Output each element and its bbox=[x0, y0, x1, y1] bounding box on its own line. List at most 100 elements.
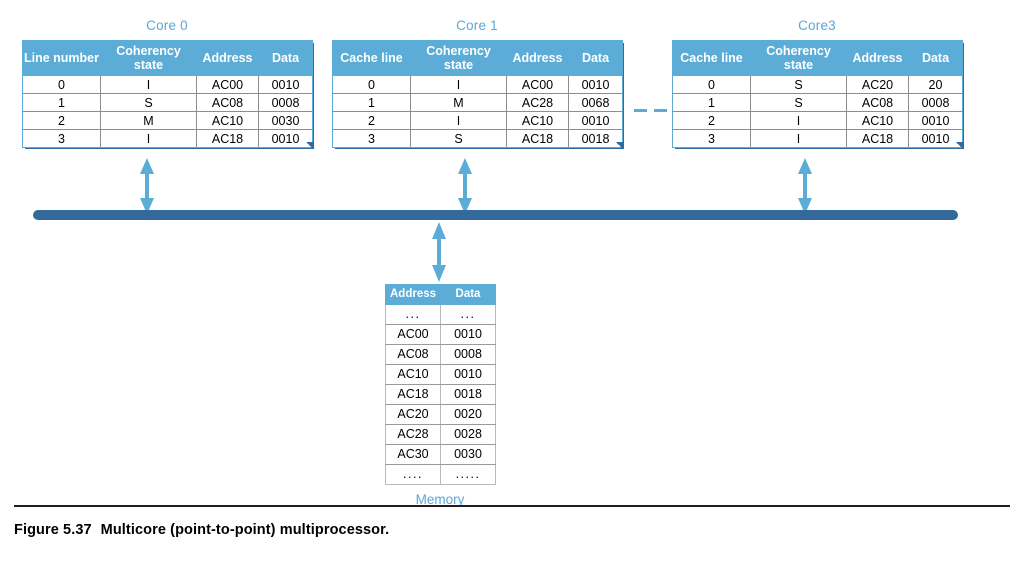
memory-table: Address Data ... ... AC00 0010 AC08 0008 bbox=[385, 284, 496, 485]
table-row: AC00 0010 bbox=[385, 324, 496, 345]
table-row: 3 I AC18 0010 bbox=[22, 129, 313, 148]
memory-block: Address Data ... ... AC00 0010 AC08 0008 bbox=[385, 284, 496, 507]
cell-line: 0 bbox=[332, 75, 411, 94]
cell-data: 0008 bbox=[908, 93, 963, 112]
column-header-coherency-state: Coherency state bbox=[410, 40, 507, 76]
core-title-1: Core 1 bbox=[456, 18, 498, 33]
cell-address: ... bbox=[385, 304, 441, 325]
table-row: AC28 0028 bbox=[385, 424, 496, 445]
table-row: AC08 0008 bbox=[385, 344, 496, 365]
cell-address: AC20 bbox=[846, 75, 909, 94]
column-header-data: Data bbox=[258, 40, 313, 76]
table-row: 3 I AC18 0010 bbox=[672, 129, 963, 148]
column-header-cache-line: Cache line bbox=[332, 40, 411, 76]
connector-arrow-core3-to-bus bbox=[796, 158, 814, 214]
cell-address: AC00 bbox=[196, 75, 259, 94]
cell-line: 3 bbox=[22, 129, 101, 148]
column-header-coherency-state: Coherency state bbox=[100, 40, 197, 76]
cell-address: AC28 bbox=[385, 424, 441, 445]
cell-address: AC08 bbox=[846, 93, 909, 112]
cell-line: 0 bbox=[22, 75, 101, 94]
cell-line: 2 bbox=[672, 111, 751, 130]
cell-address: AC10 bbox=[506, 111, 569, 130]
cell-data: 0010 bbox=[258, 129, 313, 148]
cell-address: AC00 bbox=[506, 75, 569, 94]
cell-data: 0010 bbox=[440, 364, 496, 385]
column-header-cache-line: Cache line bbox=[672, 40, 751, 76]
cell-address: AC18 bbox=[385, 384, 441, 405]
cell-address: AC18 bbox=[846, 129, 909, 148]
cache-table-header-row: Cache line Coherency state Address Data bbox=[332, 40, 623, 76]
cell-state: M bbox=[410, 93, 507, 112]
cell-address: AC00 bbox=[385, 324, 441, 345]
cell-data: 0010 bbox=[568, 111, 623, 130]
cell-state: S bbox=[750, 75, 847, 94]
cell-data: 0030 bbox=[258, 111, 313, 130]
column-header-address: Address bbox=[506, 40, 569, 76]
figure-caption-text: Multicore (point-to-point) multiprocesso… bbox=[100, 522, 390, 538]
table-row: 1 S AC08 0008 bbox=[22, 93, 313, 112]
column-header-data: Data bbox=[440, 284, 496, 305]
table-row: AC30 0030 bbox=[385, 444, 496, 465]
cell-data: 0008 bbox=[440, 344, 496, 365]
cache-table-3: Cache line Coherency state Address Data … bbox=[672, 40, 963, 148]
table-row: 0 I AC00 0010 bbox=[332, 75, 623, 94]
cell-state: S bbox=[100, 93, 197, 112]
cell-address: AC10 bbox=[196, 111, 259, 130]
cell-state: I bbox=[750, 129, 847, 148]
cell-state: S bbox=[750, 93, 847, 112]
cell-data: 0020 bbox=[440, 404, 496, 425]
table-row: 2 M AC10 0030 bbox=[22, 111, 313, 130]
cell-address: .... bbox=[385, 464, 441, 485]
dash-segment bbox=[634, 109, 647, 112]
column-header-address: Address bbox=[846, 40, 909, 76]
table-row: 1 M AC28 0068 bbox=[332, 93, 623, 112]
cell-state: S bbox=[410, 129, 507, 148]
dash-segment bbox=[654, 109, 667, 112]
table-row: 2 I AC10 0010 bbox=[332, 111, 623, 130]
core-title-3: Core3 bbox=[798, 18, 836, 33]
cell-line: 0 bbox=[672, 75, 751, 94]
cell-line: 2 bbox=[332, 111, 411, 130]
cell-line: 3 bbox=[332, 129, 411, 148]
memory-label: Memory bbox=[415, 492, 465, 507]
cell-address: AC10 bbox=[846, 111, 909, 130]
table-row: ... ... bbox=[385, 304, 496, 325]
core-block-0: Core 0 Line number Coherency state Addre… bbox=[22, 18, 313, 149]
cell-address: AC10 bbox=[385, 364, 441, 385]
cell-data: 0030 bbox=[440, 444, 496, 465]
cell-state: M bbox=[100, 111, 197, 130]
interconnect-bus bbox=[33, 210, 958, 220]
table-row: 0 I AC00 0010 bbox=[22, 75, 313, 94]
ellipsis-dashed-connector bbox=[634, 109, 667, 112]
cell-state: I bbox=[100, 129, 197, 148]
cell-address: AC30 bbox=[385, 444, 441, 465]
cell-line: 1 bbox=[332, 93, 411, 112]
cell-line: 2 bbox=[22, 111, 101, 130]
cell-line: 1 bbox=[672, 93, 751, 112]
cell-address: AC18 bbox=[196, 129, 259, 148]
connector-arrow-core0-to-bus bbox=[138, 158, 156, 214]
table-row: 2 I AC10 0010 bbox=[672, 111, 963, 130]
connector-arrow-bus-to-memory bbox=[430, 222, 448, 282]
cell-data: ..... bbox=[440, 464, 496, 485]
column-header-line-number: Line number bbox=[22, 40, 101, 76]
core-block-1: Core 1 Cache line Coherency state Addres… bbox=[332, 18, 623, 149]
cell-data: 0008 bbox=[258, 93, 313, 112]
cell-state: I bbox=[410, 111, 507, 130]
column-header-data: Data bbox=[908, 40, 963, 76]
cache-table-0: Line number Coherency state Address Data… bbox=[22, 40, 313, 148]
cell-address: AC18 bbox=[506, 129, 569, 148]
cell-data: 0010 bbox=[440, 324, 496, 345]
cell-line: 3 bbox=[672, 129, 751, 148]
cache-table-1: Cache line Coherency state Address Data … bbox=[332, 40, 623, 148]
core-title-0: Core 0 bbox=[146, 18, 188, 33]
cache-table-header-row: Line number Coherency state Address Data bbox=[22, 40, 313, 76]
memory-table-header-row: Address Data bbox=[385, 284, 496, 305]
column-header-data: Data bbox=[568, 40, 623, 76]
cell-address: AC28 bbox=[506, 93, 569, 112]
column-header-address: Address bbox=[385, 284, 441, 305]
cell-data: 0018 bbox=[568, 129, 623, 148]
cell-data: 0010 bbox=[568, 75, 623, 94]
